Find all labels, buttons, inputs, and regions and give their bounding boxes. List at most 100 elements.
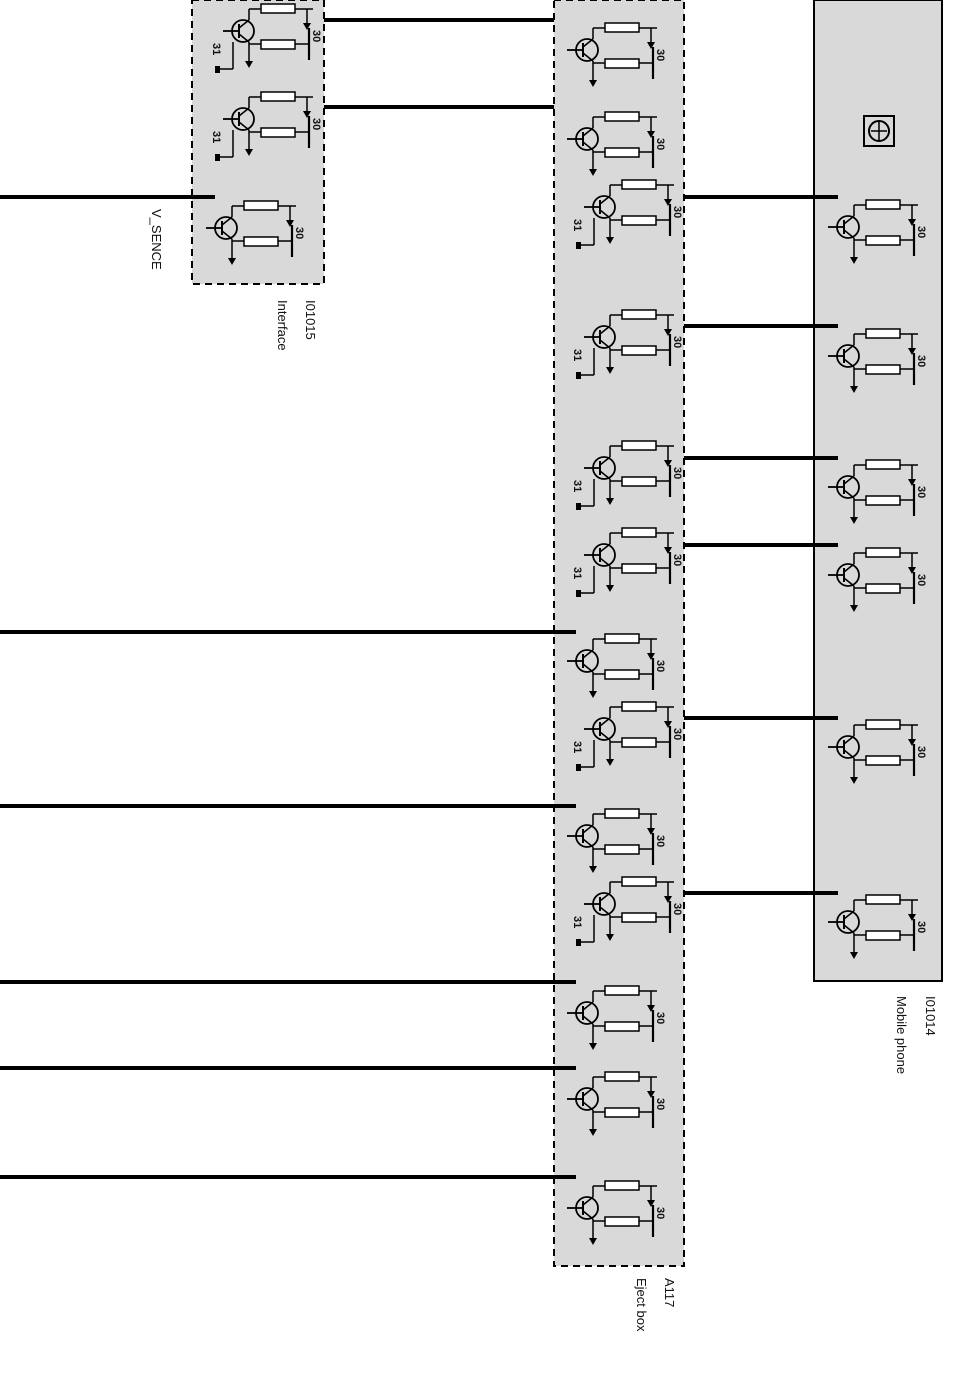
terminal-31-label: 31 [571, 349, 583, 361]
arrow-down-icon [647, 42, 655, 49]
ground-terminal-icon [576, 242, 581, 249]
terminal-30-label: 30 [310, 118, 322, 130]
resistor-symbol [865, 364, 901, 375]
transistor-collector [599, 543, 611, 553]
terminal-31-label: 31 [571, 741, 583, 753]
resistor-symbol [604, 1021, 640, 1032]
transistor-collector [582, 1001, 594, 1011]
terminal-31-label: 31 [571, 480, 583, 492]
ground-arrow-icon [228, 258, 236, 265]
terminal-30-label: 30 [310, 30, 322, 42]
terminal-30-label: 30 [671, 206, 683, 218]
terminal-30-label: 30 [654, 835, 666, 847]
ground-terminal-icon [576, 372, 581, 379]
transistor-emitter [221, 230, 233, 240]
arrow-down-icon [908, 348, 916, 355]
phone-symbol-icon [863, 115, 895, 147]
resistor-symbol [604, 1216, 640, 1227]
resistor-symbol [260, 91, 296, 102]
transistor-collector [582, 127, 594, 137]
transistor-stage: 30 [206, 200, 305, 265]
terminal-30-label: 30 [654, 138, 666, 150]
transistor-collector [599, 717, 611, 727]
arrow-down-icon [647, 1091, 655, 1098]
resistor-symbol [621, 701, 657, 712]
transistor-emitter [599, 470, 611, 480]
resistor-symbol [604, 22, 640, 33]
resistor-symbol [865, 755, 901, 766]
transistor-stage: 30 [828, 328, 927, 393]
transistor-emitter [843, 358, 855, 368]
resistor-symbol [604, 147, 640, 158]
transistor-stage: 30 [828, 547, 927, 612]
resistor-symbol [865, 459, 901, 470]
mobile-phone-module-box [813, 0, 943, 982]
arrow-down-icon [303, 23, 311, 30]
terminal-30-label: 30 [654, 1098, 666, 1110]
transistor-stage: 30 [567, 1071, 666, 1136]
resistor-symbol [621, 440, 657, 451]
ground-arrow-icon [589, 1238, 597, 1245]
transistor-emitter [238, 121, 250, 131]
transistor-emitter [582, 141, 594, 151]
resistor-symbol [604, 985, 640, 996]
arrow-down-icon [647, 653, 655, 660]
transistor-collector [238, 107, 250, 117]
interface-module-id: I01015 [303, 300, 318, 340]
resistor-symbol [621, 876, 657, 887]
arrow-down-icon [286, 220, 294, 227]
arrow-down-icon [647, 131, 655, 138]
eject-box-module-id: A117 [662, 1278, 677, 1307]
mobile-phone-module-name: Mobile phone [894, 996, 909, 1074]
ground-arrow-icon [850, 952, 858, 959]
transistor-stage: 30 [828, 719, 927, 784]
terminal-30-label: 30 [915, 486, 927, 498]
resistor-symbol [865, 199, 901, 210]
resistor-symbol [865, 235, 901, 246]
transistor-emitter [599, 906, 611, 916]
terminal-30-label: 30 [671, 554, 683, 566]
transistor-emitter [599, 731, 611, 741]
ground-arrow-icon [589, 691, 597, 698]
resistor-symbol [621, 215, 657, 226]
transistor-emitter [599, 209, 611, 219]
transistor-emitter [599, 557, 611, 567]
interface-module-name: Interface [275, 300, 290, 351]
ground-arrow-icon [245, 149, 253, 156]
arrow-down-icon [647, 1005, 655, 1012]
arrow-down-icon [647, 1200, 655, 1207]
resistor-symbol [621, 563, 657, 574]
ground-arrow-icon [606, 585, 614, 592]
resistor-symbol [621, 345, 657, 356]
transistor-emitter [582, 838, 594, 848]
transistor-collector [843, 563, 855, 573]
transistor-collector [843, 344, 855, 354]
arrow-down-icon [908, 567, 916, 574]
ground-terminal-icon [576, 503, 581, 510]
ground-arrow-icon [606, 498, 614, 505]
transistor-emitter [843, 229, 855, 239]
resistor-symbol [865, 930, 901, 941]
terminal-30-label: 30 [654, 1207, 666, 1219]
ground-arrow-icon [589, 866, 597, 873]
resistor-symbol [865, 495, 901, 506]
resistor-symbol [865, 894, 901, 905]
terminal-30-label: 30 [915, 574, 927, 586]
v-sence-label: V_SENCE [149, 209, 164, 270]
mobile-phone-module-id: I01014 [923, 996, 938, 1036]
resistor-symbol [260, 39, 296, 50]
resistor-symbol [260, 127, 296, 138]
terminal-31-label: 31 [571, 916, 583, 928]
ground-arrow-icon [606, 237, 614, 244]
resistor-symbol [604, 844, 640, 855]
transistor-emitter [582, 1210, 594, 1220]
transistor-emitter [843, 749, 855, 759]
terminal-30-label: 30 [915, 226, 927, 238]
transistor-collector [582, 824, 594, 834]
